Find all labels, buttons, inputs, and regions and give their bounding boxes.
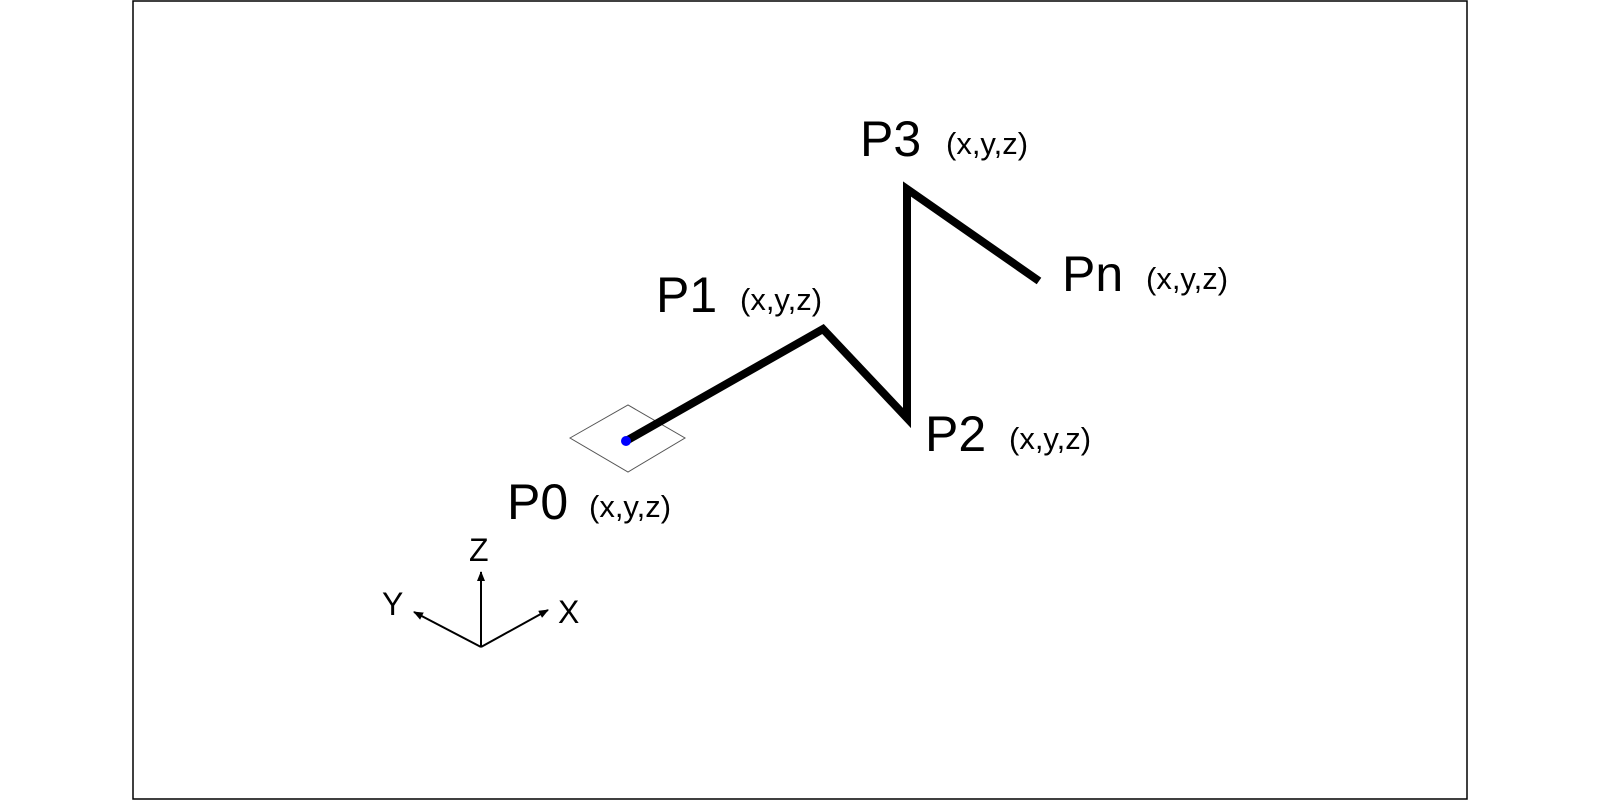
point-coord: (x,y,z) [946,126,1028,161]
axes-triad: Z Y X [382,532,579,648]
point-label-p2: P2 (x,y,z) [925,406,1091,462]
path-polyline [624,181,1042,445]
point-name: P1 [656,267,717,323]
y-axis-label: Y [382,586,403,622]
point-label-p0: P0 (x,y,z) [507,474,671,530]
point-coord: (x,y,z) [740,282,822,317]
point-label-p1: P1 (x,y,z) [656,267,822,323]
start-plane [569,404,686,473]
point-name: P3 [860,111,921,167]
point-coord: (x,y,z) [1009,421,1091,456]
point-label-p3: P3 (x,y,z) [860,111,1028,167]
point-name: P2 [925,406,986,462]
point-coord: (x,y,z) [589,489,671,524]
x-axis-label: X [558,594,579,630]
point-label-pn: Pn (x,y,z) [1062,246,1228,302]
point-coord: (x,y,z) [1146,261,1228,296]
drawing-frame [132,0,1468,800]
start-point-marker [621,436,631,446]
x-axis-arrow [480,609,549,648]
z-axis-label: Z [469,532,489,568]
y-axis-arrow [413,611,482,648]
point-name: Pn [1062,246,1123,302]
point-name: P0 [507,474,568,530]
